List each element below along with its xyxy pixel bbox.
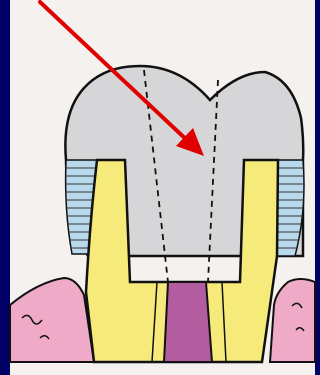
pulp-canal [164, 282, 212, 362]
left-gingiva [10, 278, 94, 362]
right-gingiva [270, 279, 315, 362]
